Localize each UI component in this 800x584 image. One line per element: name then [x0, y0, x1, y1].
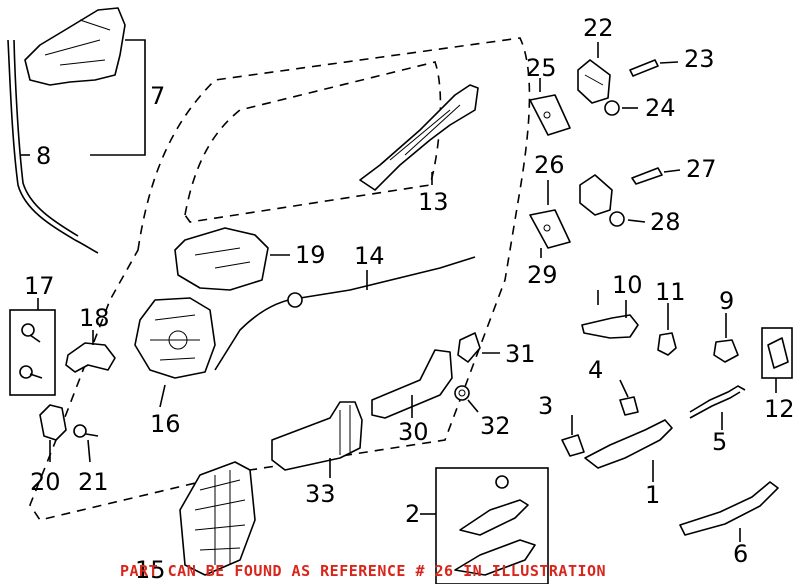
gasket-4-part[interactable] [619, 396, 639, 416]
striker-part[interactable] [65, 342, 116, 373]
cover-12-part[interactable] [767, 337, 789, 369]
cap-11-part[interactable] [657, 332, 677, 356]
outside-handle-1-part[interactable] [584, 419, 673, 469]
callout-1: 1 [645, 481, 660, 509]
callout-12: 12 [764, 395, 795, 423]
callout-5: 5 [712, 428, 727, 456]
hinge-pin-28-part[interactable] [609, 211, 625, 227]
screw-17b-part[interactable] [19, 365, 43, 379]
gasket-3-part[interactable] [561, 434, 585, 457]
screw-17a-part[interactable] [21, 323, 41, 343]
hinge-plate-25-part[interactable] [529, 94, 571, 136]
upper-hinge-part[interactable] [577, 59, 611, 104]
callout-29: 29 [527, 261, 558, 289]
lock-cylinder-10-part[interactable] [581, 314, 639, 339]
hinge-plate-29-part[interactable] [529, 209, 571, 249]
callout-27: 27 [686, 155, 717, 183]
door-check-part[interactable] [371, 349, 453, 419]
callout-16: 16 [150, 410, 181, 438]
seal-part[interactable] [457, 332, 481, 363]
leader-lines [37, 42, 777, 542]
rod-part[interactable] [214, 256, 476, 371]
callout-25: 25 [526, 54, 557, 82]
callout-6: 6 [733, 540, 748, 568]
callout-26: 26 [534, 151, 565, 179]
callout-32: 32 [480, 412, 511, 440]
callout-28: 28 [650, 208, 681, 236]
hinge-pin-24-part[interactable] [604, 100, 620, 116]
bolt-32-part[interactable] [454, 385, 470, 401]
callout-3: 3 [538, 392, 553, 420]
handle-seal-6-part[interactable] [679, 481, 779, 536]
hinge-bolt-27-part[interactable] [631, 167, 663, 185]
handle-frame-5-part[interactable] [689, 385, 746, 419]
callout-13: 13 [418, 188, 449, 216]
latch-bracket-part[interactable] [174, 227, 269, 291]
callout-23: 23 [684, 45, 715, 73]
door-outline [29, 37, 531, 521]
callout-24: 24 [645, 94, 676, 122]
window-trim-part[interactable] [359, 84, 479, 191]
callout-22: 22 [583, 14, 614, 42]
cable-part-outer [13, 39, 79, 237]
lock-actuator-part[interactable] [24, 7, 126, 86]
bolt-21-part[interactable] [73, 424, 99, 438]
callout-20: 20 [30, 468, 61, 496]
cap-9-part[interactable] [713, 339, 739, 363]
door-check-extension-part[interactable] [271, 401, 363, 471]
callout-4: 4 [588, 356, 603, 384]
callout-box-12 [761, 327, 793, 379]
rod-clip [287, 292, 303, 308]
callout-10: 10 [612, 271, 643, 299]
callout-14: 14 [354, 242, 385, 270]
striker-plate-part[interactable] [39, 404, 67, 441]
callout-30: 30 [398, 418, 429, 446]
hinge-bolt-23-part[interactable] [629, 59, 659, 77]
callout-bracket-7-8 [90, 39, 146, 156]
callout-8: 8 [36, 142, 51, 170]
lower-hinge-part[interactable] [579, 174, 613, 216]
callout-21: 21 [78, 468, 109, 496]
reference-caption: PART CAN BE FOUND AS REFERENCE # 26 IN I… [120, 562, 606, 580]
callout-box-17 [9, 309, 56, 396]
callout-2: 2 [405, 500, 420, 528]
callout-19: 19 [295, 241, 326, 269]
cable-part[interactable] [7, 39, 99, 254]
callout-box-2 [435, 467, 549, 584]
door-module-panel-part[interactable] [179, 461, 256, 576]
callout-18: 18 [79, 304, 110, 332]
callout-9: 9 [719, 287, 734, 315]
callout-31: 31 [505, 340, 536, 368]
window-opening [184, 61, 442, 223]
callout-33: 33 [305, 480, 336, 508]
callout-15: 15 [135, 556, 166, 584]
door-latch-part[interactable] [134, 297, 216, 379]
callout-11: 11 [655, 278, 686, 306]
callout-17: 17 [24, 272, 55, 300]
handle-cover-2-part[interactable] [454, 475, 536, 576]
callout-7: 7 [150, 82, 165, 110]
